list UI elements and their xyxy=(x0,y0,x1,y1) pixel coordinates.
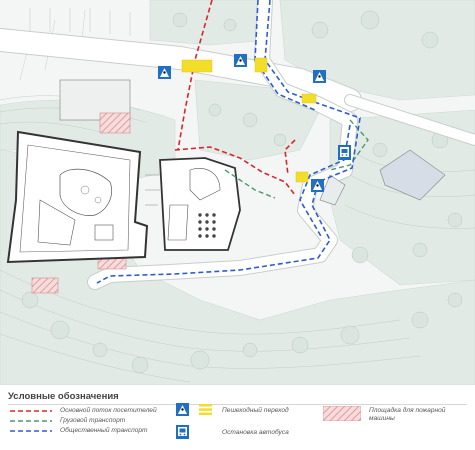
freight-route xyxy=(224,119,369,199)
crosswalk-yellow-swatch-icon xyxy=(199,403,212,416)
legend-fire-area-label: Площадка для пожарной машины xyxy=(369,407,446,422)
legend-freight-label: Грузовой транспорт xyxy=(60,417,126,424)
public-transport-route xyxy=(96,0,361,284)
pedestrian-crosswalks xyxy=(181,57,317,183)
visitor-flow-route xyxy=(174,0,296,196)
public-transport-swatch-icon xyxy=(10,430,52,432)
legend-title: Условные обозначения xyxy=(8,391,119,402)
site-plan-map xyxy=(0,0,475,385)
bus-stop-sign-icon xyxy=(338,145,351,160)
pedestrian-crossing-sign-icon xyxy=(176,403,189,416)
fire-truck-area-hatch-icon xyxy=(323,406,361,421)
bus-stop-sign-icon xyxy=(176,425,189,439)
legend-public-transport-label: Общественный транспорт xyxy=(60,427,148,434)
auxiliary-buildings xyxy=(59,79,446,206)
fire-truck-area xyxy=(31,112,131,294)
pedestrian-crossing-sign-icon xyxy=(158,54,326,192)
visitor-flow-swatch-icon xyxy=(10,410,52,412)
main-building xyxy=(6,130,241,264)
parking-stalls xyxy=(29,8,131,36)
legend-visitor-flow-label: Основной поток посетителей xyxy=(60,407,157,414)
tree-canopies xyxy=(21,10,463,374)
map-legend: Условные обозначения Основной поток посе… xyxy=(0,385,475,450)
legend-divider xyxy=(8,404,467,405)
legend-crossing-label: Пешеходный переход xyxy=(222,407,289,414)
legend-bus-stop-label: Остановка автобуса xyxy=(222,429,289,436)
freight-swatch-icon xyxy=(10,420,52,422)
